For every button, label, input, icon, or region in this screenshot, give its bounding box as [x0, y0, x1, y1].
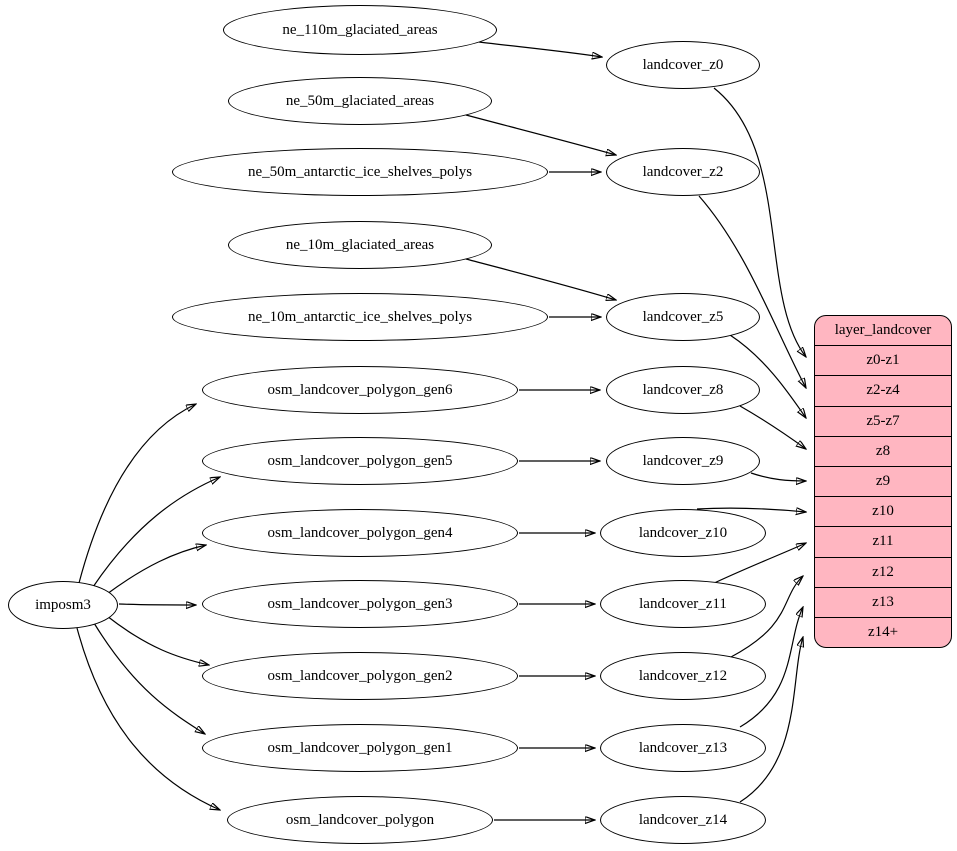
node-label: osm_landcover_polygon — [285, 811, 435, 828]
node-label: landcover_z9 — [642, 452, 724, 469]
table-row-z2-z4: z2-z4 — [815, 375, 951, 405]
node-ne_50m_glaciated_areas: ne_50m_glaciated_areas — [228, 77, 492, 125]
node-label: landcover_z10 — [638, 524, 728, 541]
node-label: osm_landcover_polygon_gen4 — [267, 524, 453, 541]
edge-landcover_z0-z0-z1 — [713, 87, 806, 357]
node-osm_landcover_polygon_gen6: osm_landcover_polygon_gen6 — [202, 366, 518, 414]
node-label: ne_50m_antarctic_ice_shelves_polys — [247, 163, 473, 180]
edge-imposm3-osm_landcover_polygon_gen4 — [106, 545, 206, 595]
edge-imposm3-osm_landcover_polygon_gen2 — [106, 615, 209, 665]
node-label: landcover_z14 — [638, 811, 728, 828]
node-label: landcover_z12 — [638, 667, 728, 684]
node-osm_landcover_polygon: osm_landcover_polygon — [227, 796, 493, 844]
node-label: imposm3 — [35, 596, 91, 613]
node-osm_landcover_polygon_gen3: osm_landcover_polygon_gen3 — [202, 580, 518, 628]
node-landcover_z11: landcover_z11 — [600, 580, 766, 628]
node-landcover_z2: landcover_z2 — [606, 148, 760, 196]
node-landcover_z5: landcover_z5 — [606, 293, 760, 341]
edge-imposm3-osm_landcover_polygon — [76, 627, 220, 810]
edge-imposm3-osm_landcover_polygon_gen5 — [92, 477, 220, 588]
edge-ne_10m_glaciated_areas-landcover_z5 — [465, 258, 616, 300]
node-ne_10m_antarctic_ice_shelves_polys: ne_10m_antarctic_ice_shelves_polys — [172, 293, 548, 341]
node-imposm3: imposm3 — [8, 581, 118, 629]
node-label: landcover_z11 — [639, 595, 727, 612]
edge-landcover_z12-z12 — [730, 576, 803, 658]
node-label: ne_50m_glaciated_areas — [285, 92, 435, 109]
node-label: osm_landcover_polygon_gen2 — [267, 667, 453, 684]
node-landcover_z0: landcover_z0 — [606, 41, 760, 89]
node-label: osm_landcover_polygon_gen3 — [267, 595, 453, 612]
edge-ne_50m_glaciated_areas-landcover_z2 — [465, 114, 616, 155]
node-label: ne_10m_antarctic_ice_shelves_polys — [247, 308, 473, 325]
node-label: landcover_z0 — [642, 56, 724, 73]
edge-landcover_z14-z14plus — [739, 637, 803, 803]
node-landcover_z8: landcover_z8 — [606, 366, 760, 414]
edge-ne_110m_glaciated_areas-landcover_z0 — [478, 41, 602, 57]
table-row-z10: z10 — [815, 496, 951, 526]
edge-landcover_z13-z13 — [739, 607, 803, 728]
table-row-z11: z11 — [815, 526, 951, 556]
node-label: ne_10m_glaciated_areas — [285, 236, 435, 253]
table-row-z14plus: z14+ — [815, 616, 951, 647]
edge-landcover_z5-z5-z7 — [729, 334, 806, 418]
edge-imposm3-osm_landcover_polygon_gen6 — [78, 404, 196, 584]
table-title: layer_landcover — [834, 322, 932, 339]
node-osm_landcover_polygon_gen1: osm_landcover_polygon_gen1 — [202, 724, 518, 772]
node-landcover_z9: landcover_z9 — [606, 437, 760, 485]
node-label: landcover_z8 — [642, 381, 724, 398]
edge-landcover_z10-z10 — [696, 508, 806, 512]
node-label: ne_110m_glaciated_areas — [282, 21, 438, 38]
table-row-z5-z7: z5-z7 — [815, 405, 951, 436]
table-layer_landcover: layer_landcover z0-z1 z2-z4 z5-z7 z8 z9 … — [814, 315, 952, 648]
node-label: osm_landcover_polygon_gen1 — [267, 739, 453, 756]
node-landcover_z13: landcover_z13 — [600, 724, 766, 772]
edge-landcover_z9-z9 — [750, 472, 806, 481]
edge-landcover_z8-z8 — [739, 405, 806, 449]
edge-landcover_z2-z2-z4 — [698, 195, 806, 388]
table-row-z12: z12 — [815, 556, 951, 587]
node-ne_110m_glaciated_areas: ne_110m_glaciated_areas — [223, 5, 497, 55]
node-osm_landcover_polygon_gen4: osm_landcover_polygon_gen4 — [202, 509, 518, 557]
node-landcover_z14: landcover_z14 — [600, 796, 766, 844]
edge-imposm3-osm_landcover_polygon_gen1 — [93, 622, 205, 734]
node-landcover_z12: landcover_z12 — [600, 652, 766, 700]
table-row-z13: z13 — [815, 586, 951, 617]
node-label: osm_landcover_polygon_gen6 — [267, 381, 453, 398]
node-ne_10m_glaciated_areas: ne_10m_glaciated_areas — [228, 221, 492, 269]
node-label: landcover_z5 — [642, 308, 724, 325]
table-row-z8: z8 — [815, 435, 951, 466]
table-row-z0-z1: z0-z1 — [815, 345, 951, 375]
node-landcover_z10: landcover_z10 — [600, 509, 766, 557]
node-osm_landcover_polygon_gen5: osm_landcover_polygon_gen5 — [202, 437, 518, 485]
edge-imposm3-osm_landcover_polygon_gen3 — [118, 604, 196, 605]
node-label: landcover_z13 — [638, 739, 728, 756]
table-row-z9: z9 — [815, 465, 951, 496]
node-osm_landcover_polygon_gen2: osm_landcover_polygon_gen2 — [202, 652, 518, 700]
node-label: landcover_z2 — [642, 163, 724, 180]
edge-landcover_z11-z11 — [709, 543, 806, 586]
node-ne_50m_antarctic_ice_shelves_polys: ne_50m_antarctic_ice_shelves_polys — [172, 148, 548, 196]
node-label: osm_landcover_polygon_gen5 — [267, 452, 453, 469]
